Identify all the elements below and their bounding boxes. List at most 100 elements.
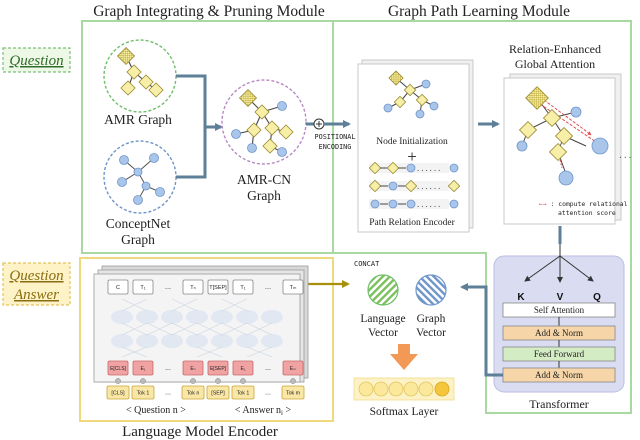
svg-text:......: ...... bbox=[416, 201, 441, 209]
input-token: Tok n bbox=[187, 390, 200, 396]
amr-cn-label-line2: Graph bbox=[247, 188, 281, 203]
graph-vector-label-line1: Graph bbox=[417, 313, 446, 325]
transformer-title: Transformer bbox=[529, 397, 589, 411]
input-token: Tok m bbox=[286, 390, 301, 396]
output-token-box bbox=[207, 279, 229, 295]
output-token: T₁ bbox=[140, 285, 145, 291]
output-token-box bbox=[132, 279, 154, 295]
gpl-module-title: Graph Path Learning Module bbox=[388, 3, 570, 20]
path-relation-label: Path Relation Encoder bbox=[369, 218, 455, 228]
amr-graph-label: AMR Graph bbox=[104, 112, 172, 127]
amr-cn-graph bbox=[221, 79, 307, 165]
conceptnet-graph bbox=[103, 140, 177, 214]
global-attention-label-line2: Global Attention bbox=[515, 57, 595, 71]
input-token-connector bbox=[115, 378, 121, 384]
input-token-box bbox=[231, 385, 255, 400]
embedding-token-box bbox=[132, 360, 154, 376]
svg-text:......: ...... bbox=[416, 165, 441, 173]
language-vector-label-line2: Vector bbox=[368, 327, 398, 339]
feed-forward-label: Feed Forward bbox=[534, 349, 585, 359]
positional-encoding-plus-icon bbox=[313, 118, 325, 130]
softmax-layer bbox=[353, 377, 455, 401]
svg-text:...: ... bbox=[618, 151, 632, 160]
embedding-token-box bbox=[282, 360, 304, 376]
output-token-box bbox=[232, 279, 254, 295]
down-arrow-icon bbox=[390, 344, 418, 370]
language-vector-icon bbox=[367, 274, 399, 306]
transformer-output-arrow bbox=[460, 283, 503, 377]
lme-module-title: Language Model Encoder bbox=[122, 424, 278, 440]
relational-note-line2: attention score bbox=[558, 209, 616, 217]
path-chain-3: ...... bbox=[369, 199, 459, 209]
relational-note-line1: ←→ : compute relational bbox=[539, 200, 628, 208]
question-answer-tag: Question Answer bbox=[2, 262, 71, 306]
embedding-token: ... bbox=[165, 365, 171, 372]
output-token: C bbox=[116, 285, 120, 291]
embedding-token: E₁ bbox=[140, 366, 145, 372]
conceptnet-label-line1: ConceptNet bbox=[106, 216, 171, 231]
input-token: Tok 1 bbox=[137, 390, 150, 396]
embedding-token-box bbox=[207, 360, 229, 376]
input-token-connector bbox=[140, 378, 146, 384]
input-token-box bbox=[106, 385, 130, 400]
add-norm-top-label: Add & Norm bbox=[535, 328, 583, 338]
input-token-box bbox=[181, 385, 205, 400]
v-label: V bbox=[557, 292, 564, 303]
input-token: [SEP] bbox=[211, 390, 225, 396]
transformer-block: K V Q Self Attention Add & Norm Feed For… bbox=[493, 244, 625, 393]
input-token-connector bbox=[290, 378, 296, 384]
output-token-box bbox=[182, 279, 204, 295]
input-token-connector bbox=[190, 378, 196, 384]
embedding-token-box bbox=[232, 360, 254, 376]
gpl-module-box bbox=[332, 20, 632, 414]
global-attention-panel: ... bbox=[503, 73, 632, 225]
input-token-connector bbox=[240, 378, 246, 384]
input-token-box bbox=[206, 385, 230, 400]
embedding-token: E[SEP] bbox=[210, 366, 227, 372]
question-tag: Question bbox=[2, 47, 71, 73]
plus-sign: + bbox=[407, 147, 417, 166]
output-token-box bbox=[107, 279, 129, 295]
embedding-token: ... bbox=[265, 365, 271, 372]
node-init-label: Node Initialization bbox=[376, 137, 448, 147]
gip-module-title: Graph Integrating & Pruning Module bbox=[93, 3, 325, 20]
embedding-token: Eₘ bbox=[290, 366, 296, 372]
path-chain-1: ...... bbox=[368, 161, 459, 175]
output-token: ... bbox=[265, 282, 271, 291]
global-attention-label-line1: Relation-Enhanced bbox=[509, 42, 601, 56]
output-token: T₁ bbox=[240, 285, 245, 291]
conceptnet-label-line2: Graph bbox=[121, 232, 155, 247]
concat-label: CONCAT bbox=[354, 260, 380, 268]
input-token-row: [CLS]Tok 1...Tok n[SEP]Tok 1...Tok m bbox=[106, 378, 305, 400]
svg-text:Answer: Answer bbox=[13, 287, 59, 303]
svg-text:Question: Question bbox=[9, 268, 63, 284]
answer-span-label: < Answer ni > bbox=[235, 405, 292, 417]
k-label: K bbox=[517, 292, 525, 303]
amr-cn-label-line1: AMR-CN bbox=[237, 172, 291, 187]
q-label: Q bbox=[593, 292, 601, 303]
positional-label-line2: ENCODING bbox=[319, 143, 352, 151]
merge-connector bbox=[176, 74, 223, 179]
input-token-box bbox=[131, 385, 155, 400]
softmax-label: Softmax Layer bbox=[370, 406, 439, 418]
output-token-box bbox=[282, 279, 304, 295]
embedding-token-box bbox=[182, 360, 204, 376]
svg-text:......: ...... bbox=[416, 183, 441, 191]
path-chain-2: ...... bbox=[368, 179, 461, 193]
svg-text:Question: Question bbox=[9, 53, 63, 69]
embedding-token-box bbox=[107, 360, 129, 376]
graph-vector-icon bbox=[415, 274, 447, 306]
embedding-token: E[CLS] bbox=[110, 366, 126, 372]
output-token: Tₘ bbox=[290, 285, 297, 291]
embedding-token: Eₙ bbox=[190, 366, 195, 372]
self-attention-label: Self Attention bbox=[534, 305, 585, 315]
input-token: [CLS] bbox=[111, 390, 125, 396]
lme-module-box bbox=[79, 257, 334, 422]
input-token-box bbox=[281, 385, 305, 400]
amr-graph bbox=[103, 39, 177, 113]
input-token-connector bbox=[215, 378, 221, 384]
question-span-label: < Question n > bbox=[126, 405, 186, 416]
